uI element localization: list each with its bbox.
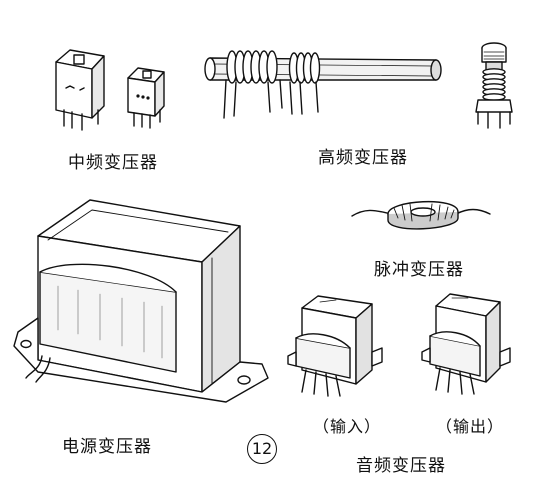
pulse-transformer-toroid <box>351 200 491 230</box>
if-transformer-small <box>127 67 165 129</box>
label-audio-output: （输出） <box>436 417 505 436</box>
audio-transformer-input <box>287 295 383 397</box>
label-audio-input: （输入） <box>313 417 382 436</box>
label-high-frequency-transformer: 高频变压器 <box>318 148 408 168</box>
hf-transformer-rod <box>204 50 442 119</box>
if-transformer-large <box>55 49 105 131</box>
power-transformer <box>13 199 269 403</box>
label-audio-transformer: 音频变压器 <box>356 456 446 476</box>
figure-number: 12 <box>247 434 277 464</box>
label-intermediate-frequency-transformer: 中频变压器 <box>68 153 158 173</box>
label-pulse-transformer: 脉冲变压器 <box>374 260 464 280</box>
hf-adjustable-coil <box>475 42 513 129</box>
audio-transformer-output <box>421 293 511 395</box>
label-power-transformer: 电源变压器 <box>62 437 152 457</box>
